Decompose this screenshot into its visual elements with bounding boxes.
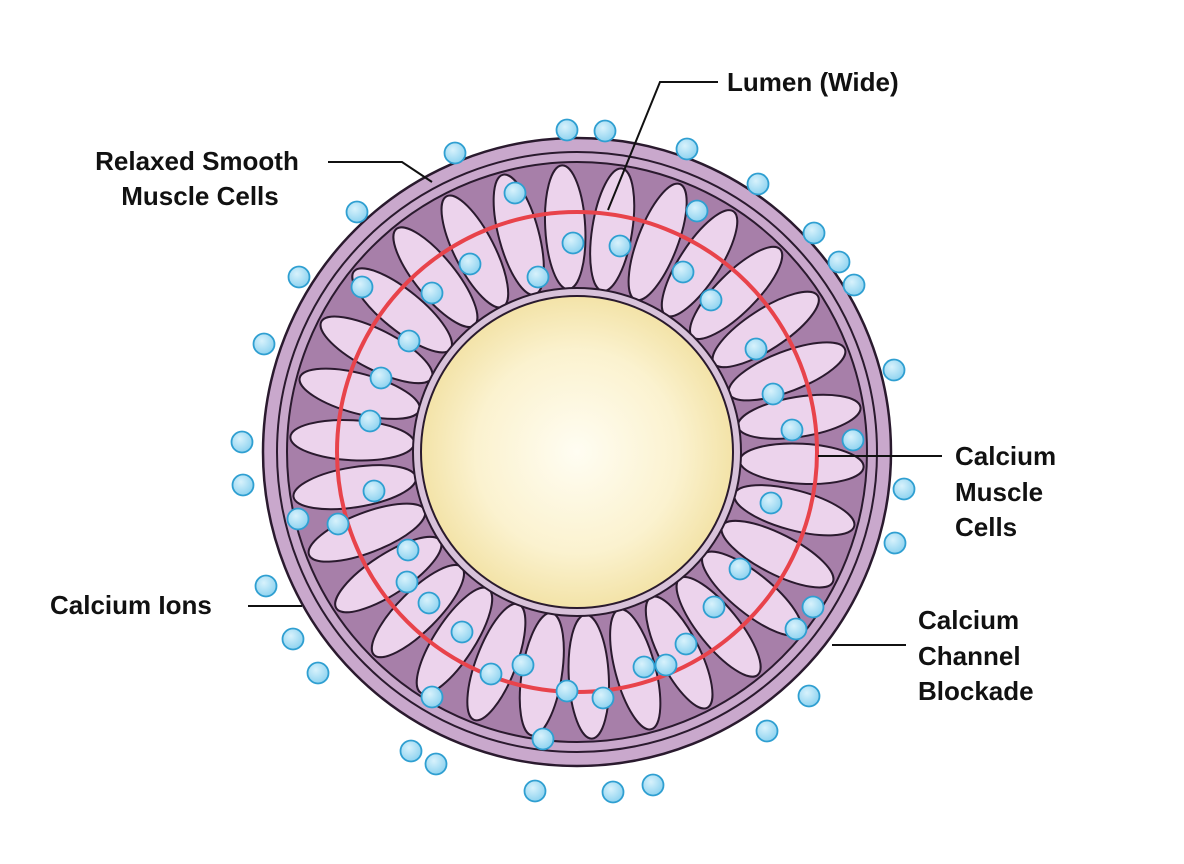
calcium-ion: [420, 281, 444, 305]
calcium-ion: [287, 265, 311, 289]
label-calcium-muscle-line2: Muscle: [955, 477, 1043, 507]
calcium-ion: [601, 780, 625, 804]
leader-relaxed-muscle: [328, 161, 433, 183]
calcium-ion: [555, 679, 579, 703]
calcium-ion: [399, 739, 423, 763]
label-blockade-line2: Channel: [918, 641, 1021, 671]
calcium-ion: [281, 627, 305, 651]
calcium-ion: [358, 409, 382, 433]
calcium-ion: [746, 172, 770, 196]
calcium-ion: [892, 477, 916, 501]
calcium-ion: [842, 273, 866, 297]
lumen: [420, 295, 734, 609]
calcium-ion: [511, 653, 535, 677]
label-calcium-muscle-line3: Cells: [955, 512, 1017, 542]
calcium-ion: [350, 275, 374, 299]
calcium-ion: [671, 260, 695, 284]
calcium-ions-group: [230, 118, 916, 804]
calcium-ion: [593, 119, 617, 143]
calcium-ion: [362, 479, 386, 503]
label-blockade-line1: Calcium: [918, 605, 1019, 635]
calcium-ion: [555, 118, 579, 142]
calcium-ion: [784, 617, 808, 641]
calcium-ion: [326, 512, 350, 536]
label-calcium-muscle-line1: Calcium: [955, 441, 1056, 471]
calcium-ion: [780, 418, 804, 442]
calcium-ion: [397, 329, 421, 353]
calcium-ion: [641, 773, 665, 797]
calcium-ion: [654, 653, 678, 677]
calcium-ion: [531, 727, 555, 751]
calcium-ion: [424, 752, 448, 776]
leader-lumen: [607, 81, 718, 211]
calcium-ion: [827, 250, 851, 274]
outer-wall-inner-boundary: [276, 151, 878, 753]
calcium-ion: [674, 632, 698, 656]
calcium-ion: [254, 574, 278, 598]
calcium-ion: [675, 137, 699, 161]
label-blockade-line3: Blockade: [918, 676, 1034, 706]
calcium-ion: [526, 265, 550, 289]
calcium-ion: [728, 557, 752, 581]
calcium-ion: [759, 491, 783, 515]
calcium-ion: [699, 288, 723, 312]
calcium-ion: [345, 200, 369, 224]
label-relaxed-muscle-line1: Relaxed Smooth: [95, 146, 299, 176]
calcium-ion: [702, 595, 726, 619]
calcium-ion: [797, 684, 821, 708]
calcium-ion: [882, 358, 906, 382]
label-lumen: Lumen (Wide): [727, 67, 899, 97]
calcium-ion: [395, 570, 419, 594]
calcium-ion: [417, 591, 441, 615]
calcium-ion: [420, 685, 444, 709]
calcium-ion: [443, 141, 467, 165]
calcium-ion: [523, 779, 547, 803]
calcium-ion: [561, 231, 585, 255]
calcium-ion: [801, 595, 825, 619]
calcium-ion: [841, 428, 865, 452]
calcium-ion: [231, 473, 255, 497]
calcium-ion: [632, 655, 656, 679]
calcium-ion: [230, 430, 254, 454]
calcium-ion: [286, 507, 310, 531]
calcium-ion: [458, 252, 482, 276]
calcium-ion: [503, 181, 527, 205]
calcium-ion: [883, 531, 907, 555]
calcium-ion: [761, 382, 785, 406]
calcium-ion: [608, 234, 632, 258]
calcium-ion: [450, 620, 474, 644]
calcium-ion: [755, 719, 779, 743]
calcium-ion: [369, 366, 393, 390]
calcium-ion: [306, 661, 330, 685]
calcium-ion: [252, 332, 276, 356]
calcium-ion: [685, 199, 709, 223]
label-calcium-ions: Calcium Ions: [50, 590, 212, 620]
calcium-ion: [479, 662, 503, 686]
calcium-ion: [802, 221, 826, 245]
calcium-ion: [591, 686, 615, 710]
label-relaxed-muscle-line2: Muscle Cells: [121, 181, 279, 211]
calcium-ion: [396, 538, 420, 562]
calcium-ion: [744, 337, 768, 361]
